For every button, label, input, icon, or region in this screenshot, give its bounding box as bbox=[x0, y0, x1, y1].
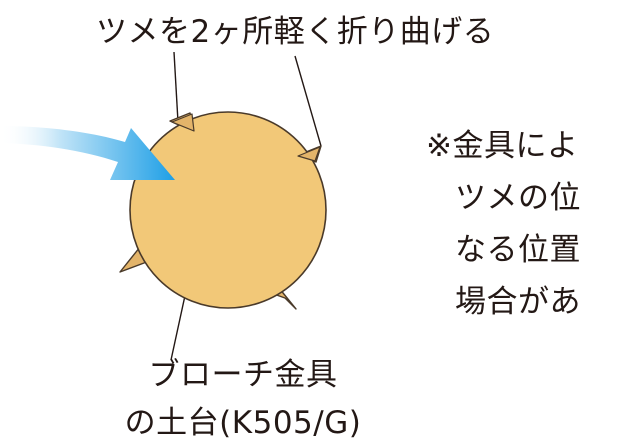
note-line-4: 場合があ bbox=[455, 284, 581, 320]
note-line-1: ※金具によ bbox=[426, 128, 579, 164]
base-label-line-2: の土台(K505/G) bbox=[124, 405, 362, 441]
note-line-3: なる位置 bbox=[455, 232, 581, 268]
pointing-arrow bbox=[0, 126, 175, 180]
leader-line-left-prong bbox=[173, 51, 179, 123]
base-label: ブローチ金具 の土台(K505/G) bbox=[0, 350, 486, 446]
prong-right-inner bbox=[297, 146, 321, 162]
prong-top-left-inner bbox=[171, 113, 195, 132]
note-line-2: ツメの位 bbox=[455, 180, 581, 216]
note-text: ※金具によ ツメの位 なる位置 場合があ bbox=[426, 120, 581, 328]
brooch-base-disc bbox=[129, 111, 327, 309]
leader-line-right-prong bbox=[294, 55, 322, 147]
callout-bend-prongs: ツメを2ヶ所軽く折り曲げる bbox=[96, 14, 495, 50]
base-label-line-1: ブローチ金具 bbox=[148, 357, 338, 393]
